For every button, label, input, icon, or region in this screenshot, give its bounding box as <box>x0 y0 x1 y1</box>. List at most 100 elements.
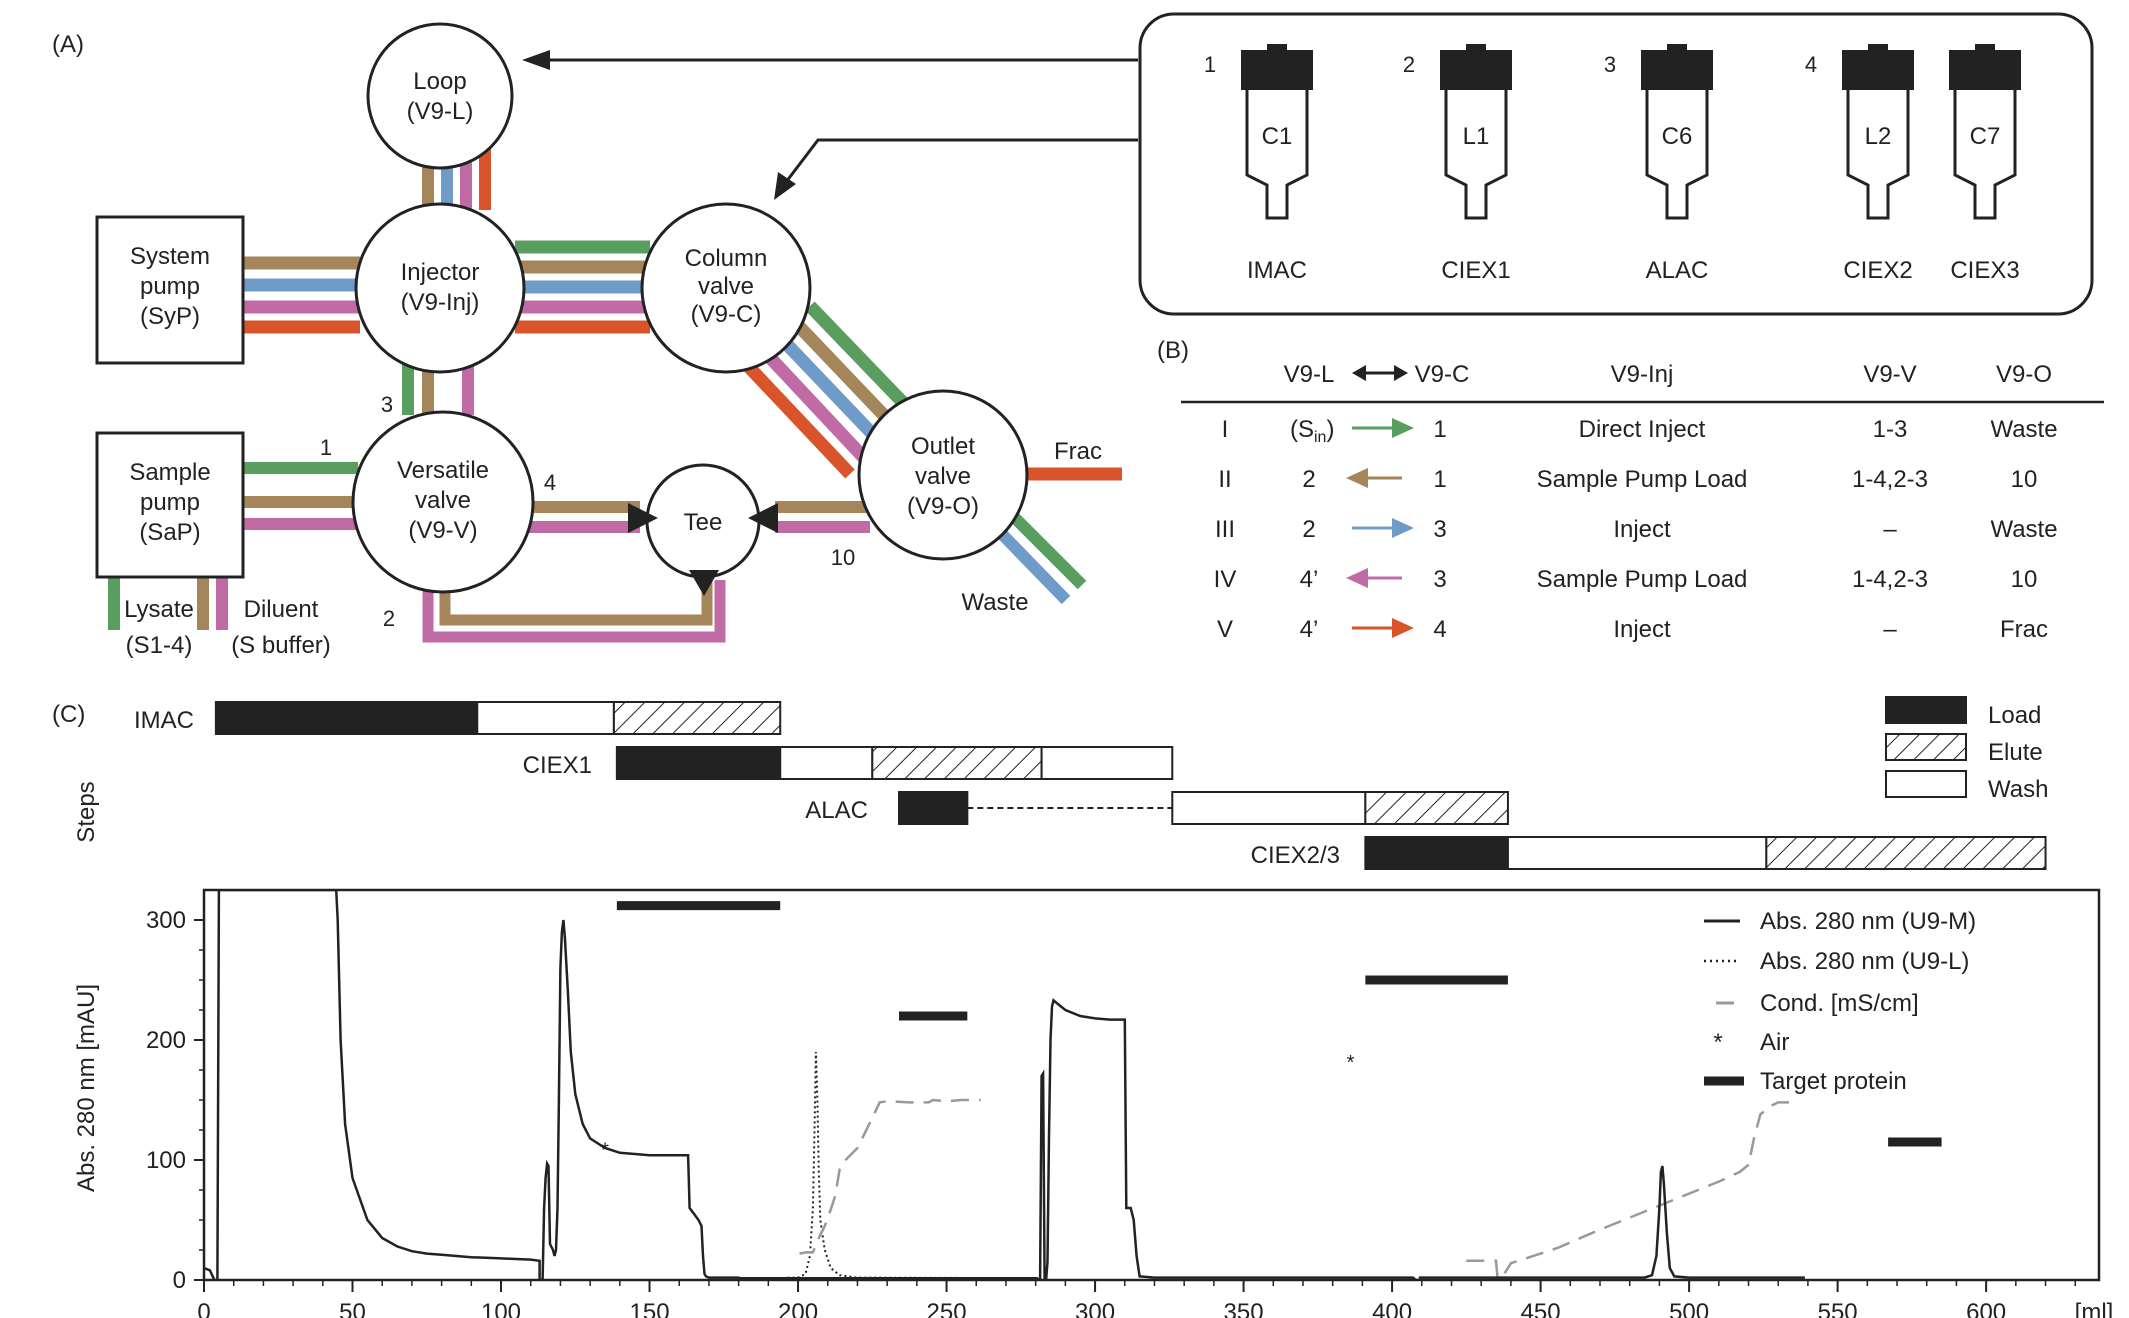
column-number: 3 <box>1604 52 1616 77</box>
column-body <box>1444 90 1508 220</box>
column-cap-top <box>1267 44 1287 52</box>
column-valve-node <box>640 202 812 374</box>
outlet-label-1: Outlet <box>911 433 975 460</box>
row-loop: 4’ <box>1300 566 1319 593</box>
row-loop: (Sin) <box>1290 416 1334 446</box>
row-roman: V <box>1217 616 1233 643</box>
sample-pump-label-1: Sample <box>129 459 210 486</box>
sample-pump-box <box>95 431 245 579</box>
legend-wash-label: Wash <box>1988 776 2048 803</box>
row-roman: IV <box>1214 566 1237 593</box>
sample-pump-label-2: pump <box>140 489 200 516</box>
port-4-label: 4 <box>544 470 556 495</box>
x-tick-label: 150 <box>630 1299 670 1318</box>
row-inj: Inject <box>1613 516 1671 543</box>
legend-elute-label: Elute <box>1988 739 2043 766</box>
header-loop: V9-L <box>1284 361 1335 388</box>
column-cap <box>1949 50 2021 90</box>
tubing-port2-pink <box>422 580 726 643</box>
header-v: V9-V <box>1863 361 1916 388</box>
x-tick-label: 350 <box>1224 1299 1264 1318</box>
tubing-sap-versatile <box>240 462 358 530</box>
x-tick-label: 500 <box>1669 1299 1709 1318</box>
step-elute <box>612 701 782 735</box>
x-tick-label: 0 <box>197 1299 210 1318</box>
row-inj: Direct Inject <box>1579 416 1706 443</box>
legend-load-swatch <box>1885 696 1967 724</box>
column-name: CIEX1 <box>1441 257 1510 284</box>
x-tick-label: 200 <box>778 1299 818 1318</box>
loop-label-2: (V9-L) <box>407 98 474 125</box>
injector-label-2: (V9-Inj) <box>401 289 480 316</box>
step-load <box>214 701 479 735</box>
legend-entry-1: Abs. 280 nm (U9-M) <box>1760 908 1976 935</box>
row-o: 10 <box>2011 466 2038 493</box>
panel-a-label: (A) <box>52 31 84 58</box>
x-tick-label: 300 <box>1075 1299 1115 1318</box>
x-tick-label: 450 <box>1521 1299 1561 1318</box>
column-code: C1 <box>1262 123 1293 150</box>
column-name: CIEX2 <box>1843 257 1912 284</box>
arrowhead-column-valve <box>774 172 796 200</box>
column-body <box>1846 90 1910 220</box>
column-cap <box>1241 50 1313 90</box>
air-marker: * <box>1347 1052 1355 1074</box>
row-v: 1-3 <box>1873 416 1908 443</box>
series-line <box>204 890 1419 1280</box>
column-body <box>1953 90 2017 220</box>
injector-label-1: Injector <box>401 259 480 286</box>
column-cap <box>1842 50 1914 90</box>
row-column: 3 <box>1433 516 1446 543</box>
y-tick-label: 300 <box>146 907 186 934</box>
lysate-label-1: Lysate <box>124 596 194 623</box>
arrowhead-loop <box>522 50 550 70</box>
row-roman: III <box>1215 516 1235 543</box>
row-loop: 2 <box>1302 466 1315 493</box>
row-arrow-head <box>1346 568 1368 588</box>
tubing-waste-blue <box>993 525 1071 605</box>
tubing-syp-inj <box>240 256 360 334</box>
port-10-label: 10 <box>831 545 855 570</box>
tee-arrow-bottom <box>689 570 719 596</box>
tubing-port2-tan <box>439 580 713 626</box>
column-number: 1 <box>1204 52 1216 77</box>
series-line <box>787 1051 1036 1280</box>
column-cap-top <box>1667 44 1687 52</box>
column-code: C6 <box>1662 123 1693 150</box>
step-row-label: CIEX2/3 <box>1251 842 1340 869</box>
tubing-inj-col <box>515 240 650 334</box>
series-line <box>799 1098 981 1255</box>
legend-entry-4: Air <box>1760 1029 1789 1056</box>
step-elute <box>1765 836 2047 870</box>
column-body <box>1645 90 1709 220</box>
port-1-label: 1 <box>320 435 332 460</box>
outlet-label-3: (V9-O) <box>907 493 979 520</box>
versatile-label-3: (V9-V) <box>408 517 477 544</box>
outlet-label-2: valve <box>915 463 971 490</box>
system-pump-label-3: (SyP) <box>140 303 200 330</box>
step-row-label: ALAC <box>805 797 868 824</box>
step-wash <box>476 701 615 735</box>
air-marker: * <box>601 1139 609 1161</box>
x-tick-label: 50 <box>339 1299 366 1318</box>
column-number: 2 <box>1403 52 1415 77</box>
legend-entry-2: Abs. 280 nm (U9-L) <box>1760 948 1969 975</box>
column-cap <box>1641 50 1713 90</box>
y-tick-label: 0 <box>173 1267 186 1294</box>
y-tick-label: 200 <box>146 1027 186 1054</box>
step-wash <box>1506 836 1768 870</box>
legend-air-symbol: * <box>1713 1029 1722 1056</box>
column-valve-label-2: valve <box>698 273 754 300</box>
step-load <box>898 791 969 825</box>
sample-pump-label-3: (SaP) <box>139 519 200 546</box>
row-column: 4 <box>1433 616 1446 643</box>
row-arrow-head <box>1392 618 1414 638</box>
column-valve-label-1: Column <box>685 245 768 272</box>
injector-node <box>354 202 526 374</box>
waste-label: Waste <box>961 589 1028 616</box>
column-valve-label-3: (V9-C) <box>691 301 762 328</box>
loop-node <box>366 22 514 170</box>
